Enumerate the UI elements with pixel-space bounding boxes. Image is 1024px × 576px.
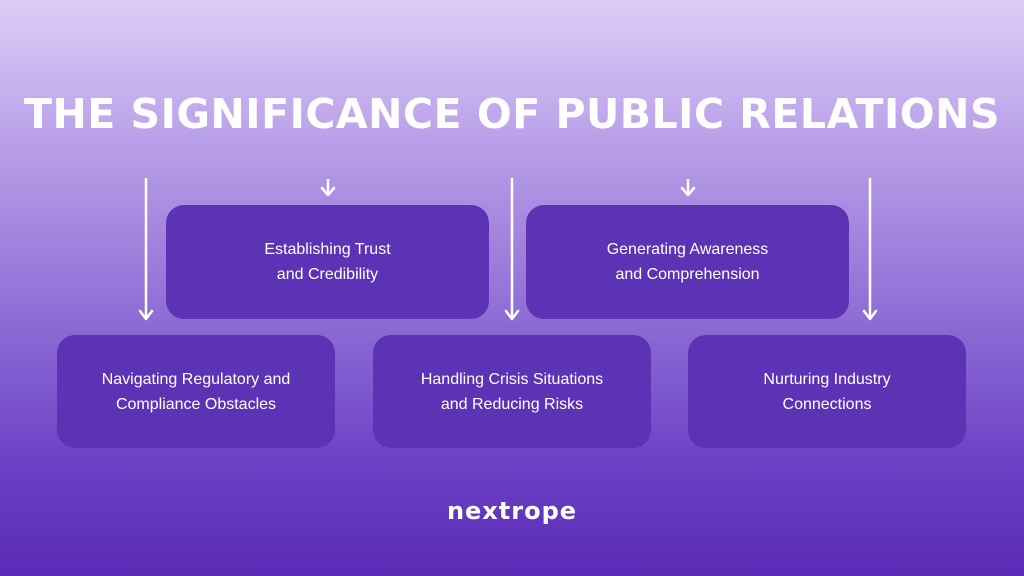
box-label-line: Navigating Regulatory and (101, 370, 291, 388)
box-navigating-regulatory: Navigating Regulatory and Compliance Obs… (57, 335, 335, 448)
box-label-line: and Comprehension (615, 266, 760, 283)
box-label-line: Connections (782, 395, 872, 413)
box-label-line: and Reducing Risks (440, 395, 584, 413)
box-label-line: Establishing Trust (264, 241, 391, 258)
box-label-line: Handling Crisis Situations (420, 370, 604, 388)
box-label-line: Compliance Obstacles (115, 395, 277, 413)
page-title: THE SIGNIFICANCE OF PUBLIC RELATIONS (24, 90, 1000, 138)
nextrope-logo: nextrope (446, 497, 578, 525)
box-generating-awareness: Generating Awareness and Comprehension (526, 205, 849, 319)
box-label-line: and Credibility (276, 266, 379, 283)
box-label-line: Nurturing Industry (763, 370, 891, 388)
box-establishing-trust: Establishing Trust and Credibility (166, 205, 489, 319)
box-handling-crisis: Handling Crisis Situations and Reducing … (373, 335, 651, 448)
box-label-line: Generating Awareness (606, 241, 769, 258)
arrow-down-icon (862, 178, 878, 321)
arrow-down-icon (504, 178, 520, 321)
box-nurturing-industry: Nurturing Industry Connections (688, 335, 966, 448)
arrow-down-icon (320, 179, 336, 197)
arrow-down-icon (138, 178, 154, 321)
arrow-down-icon (680, 179, 696, 197)
